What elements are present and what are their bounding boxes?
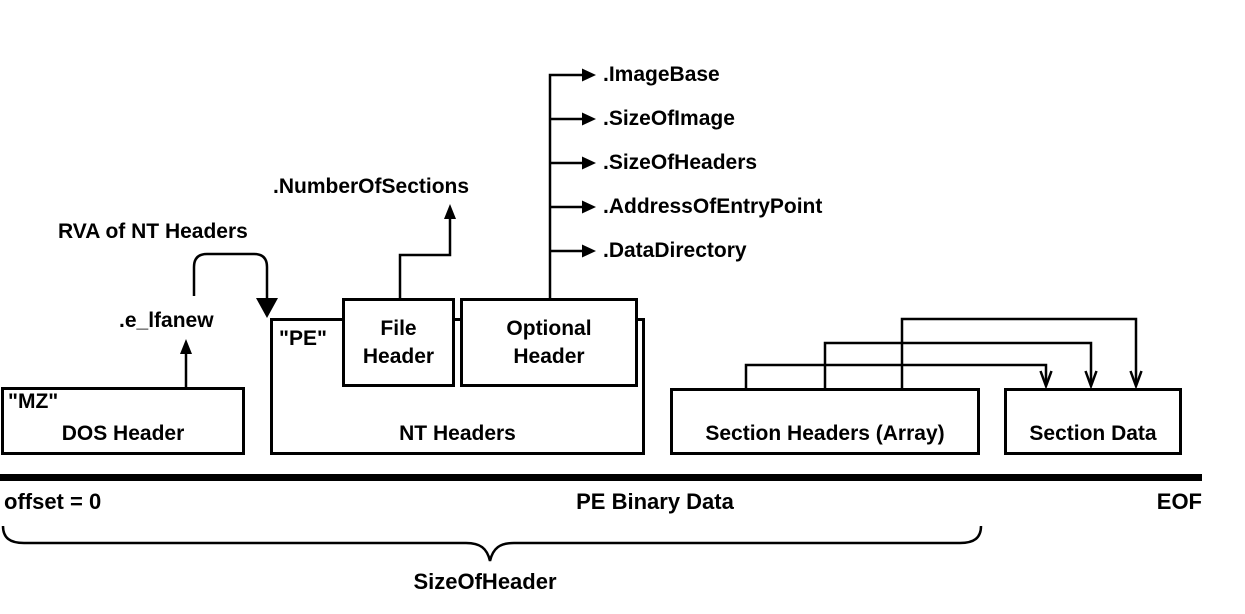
- section-headers-box: Section Headers (Array): [670, 388, 980, 455]
- size-of-header-brace-icon: [1, 525, 983, 562]
- field-addressofentrypoint-label: .AddressOfEntryPoint: [603, 195, 823, 218]
- optional-header-box: Optional Header: [460, 298, 638, 387]
- mz-signature-label: "MZ": [8, 390, 59, 413]
- optional-header-label: Optional Header: [506, 316, 592, 368]
- file-extent-bar: [0, 474, 1202, 481]
- field-sizeofheaders-label: .SizeOfHeaders: [603, 151, 758, 174]
- field-sizeofimage-label: .SizeOfImage: [603, 107, 735, 130]
- section-data-box: Section Data: [1004, 388, 1182, 455]
- rva-of-nt-headers-label: RVA of NT Headers: [58, 220, 248, 243]
- rva-curved-arrow-icon: [192, 252, 278, 318]
- dos-header-label: DOS Header: [61, 422, 185, 445]
- eof-label: EOF: [1156, 489, 1202, 514]
- pe-binary-data-label: PE Binary Data: [576, 489, 734, 514]
- field-imagebase-label: .ImageBase: [603, 63, 720, 86]
- size-of-header-label: SizeOfHeader: [413, 569, 557, 594]
- optional-fields-tree-icon: [548, 68, 596, 298]
- section-headers-label: Section Headers (Array): [705, 422, 945, 445]
- section-data-label: Section Data: [1029, 422, 1157, 445]
- section-pointer-arrows-icon: [744, 317, 1143, 390]
- field-datadirectory-label: .DataDirectory: [603, 239, 747, 262]
- file-header-box: File Header: [342, 298, 455, 387]
- nt-headers-label: NT Headers: [399, 422, 516, 445]
- e-lfanew-label: .e_lfanew: [119, 309, 214, 332]
- file-header-label: File Header: [362, 316, 435, 368]
- pe-signature-label: "PE": [279, 327, 327, 350]
- offset-zero-label: offset = 0: [4, 489, 102, 514]
- number-of-sections-arrow-icon: [398, 204, 456, 298]
- dos-header-box: "MZ" DOS Header: [1, 387, 245, 455]
- e-lfanew-arrow-icon: [180, 339, 192, 387]
- number-of-sections-label: .NumberOfSections: [273, 175, 470, 198]
